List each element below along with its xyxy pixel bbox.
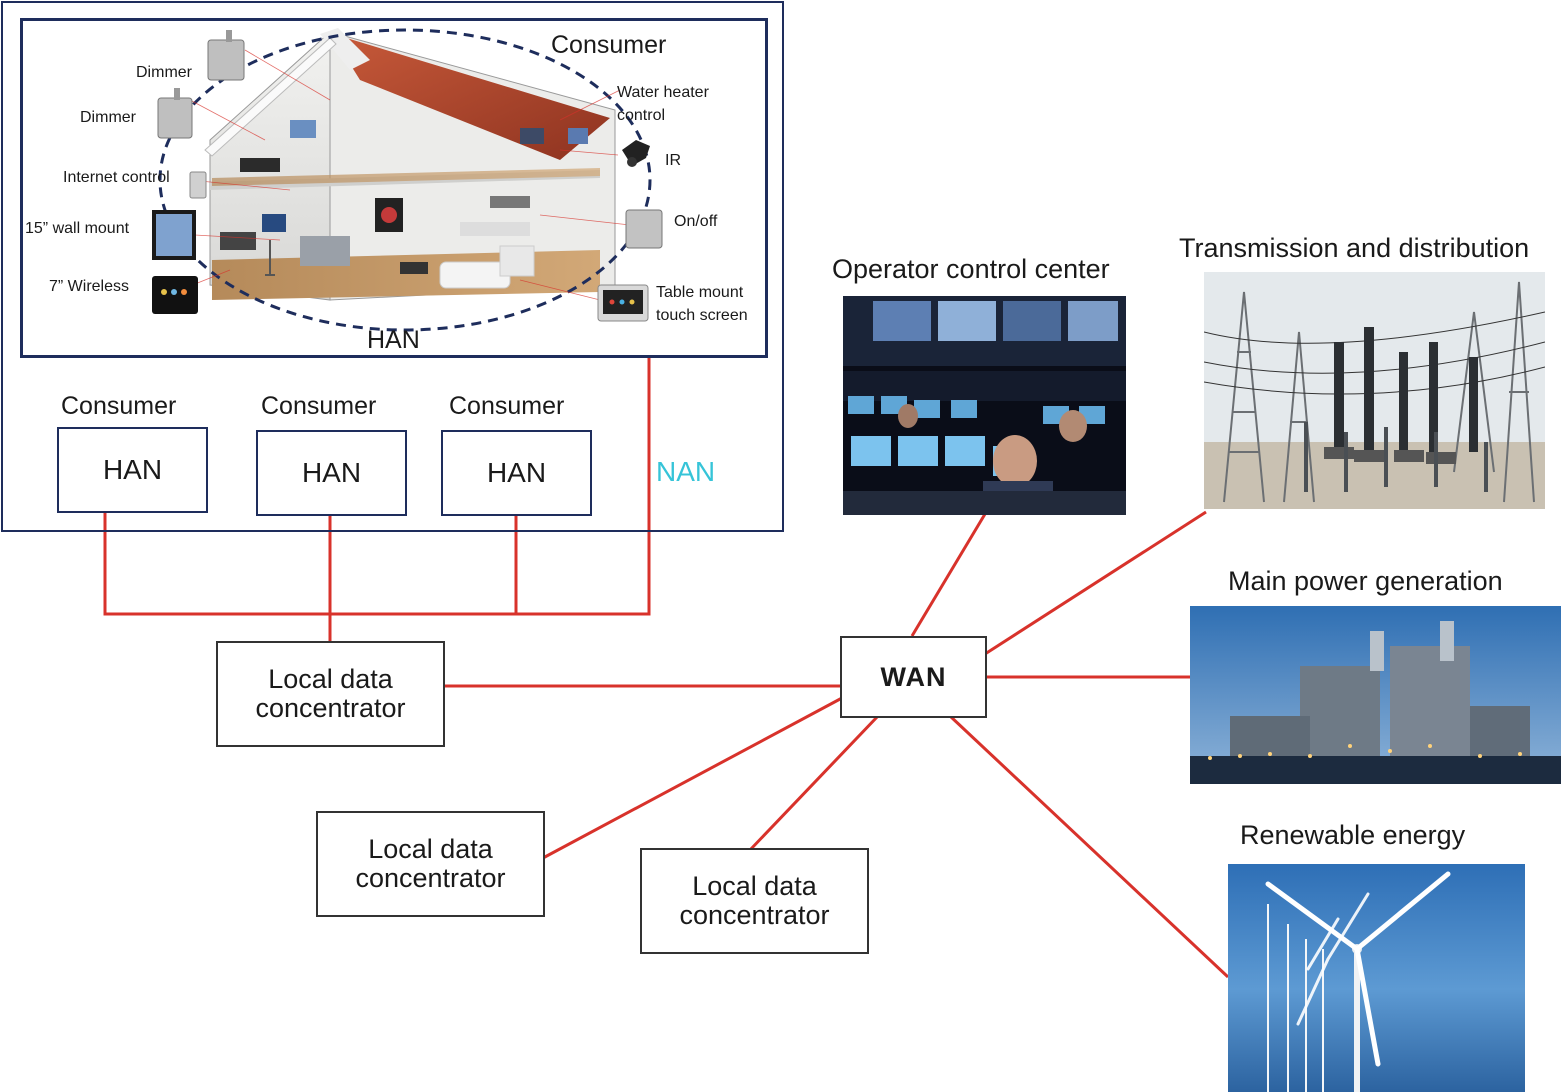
han-boundary [158,28,652,332]
water-heater-label-1: Water heater [617,84,709,101]
consumer-han-box-1: HAN [57,427,208,513]
ldc1-line1: Local data [268,664,393,695]
on-off-label: On/off [674,213,718,230]
consumer-title-1: Consumer [61,392,177,420]
nan-label: NAN [656,456,716,487]
renewable-title: Renewable energy [1240,820,1466,850]
water-heater-label-2: control [617,107,666,124]
table-mount-label-2: touch screen [656,307,748,324]
operator-control-center-image [843,296,1126,515]
operator-wan-link [910,513,987,637]
dimmer-device-icon [207,39,245,81]
dimmer-device-icon-2 [157,97,193,139]
consumer-title-2: Consumer [261,392,377,420]
han-bus-line [103,335,651,616]
ldc2-line2: concentrator [355,863,506,893]
transmission-title: Transmission and distribution [1179,233,1530,263]
ldc3-wan-link [748,714,880,852]
dimmer-label-top: Dimmer [136,64,192,81]
nan-frame [1,1,784,532]
ir-label: IR [665,152,681,169]
transmission-wan-link [984,510,1207,656]
ldc3-line2: concentrator [679,900,830,930]
internet-control-label: Internet control [63,169,170,186]
han-box-label-2: HAN [301,457,362,488]
wireless-panel-icon [152,276,198,314]
ldc3-line1: Local data [692,871,817,902]
ldc1-line2: concentrator [255,693,406,723]
wan-label: WAN [880,661,947,692]
consumer-title-3: Consumer [449,392,565,420]
han-network-label: HAN [367,326,420,354]
han-box-label-1: HAN [102,454,163,485]
consumer-panel-title: Consumer [551,31,667,59]
renewable-wan-link [948,714,1230,979]
consumer-han-box-2: HAN [256,430,407,516]
han-box-label-3: HAN [486,457,547,488]
on-off-switch-icon [625,209,663,249]
table-mount-label-1: Table mount [656,284,744,301]
renewable-energy-image [1228,864,1525,1092]
wall-mount-label: 15” wall mount [25,220,130,237]
ldc2-line1: Local data [368,834,493,865]
consumer-han-box-3: HAN [441,430,592,516]
wan-hub: WAN [840,636,987,718]
internet-control-icon [189,171,207,199]
house-icon [204,28,616,301]
transmission-distribution-image [1204,272,1545,509]
operator-center-title: Operator control center [832,254,1110,284]
device-icons [152,30,663,322]
generation-title: Main power generation [1228,566,1503,596]
main-power-generation-image [1190,606,1561,784]
dimmer-label-second: Dimmer [80,109,136,126]
wireless-label: 7” Wireless [49,278,130,295]
ldc2-wan-link [542,696,843,860]
